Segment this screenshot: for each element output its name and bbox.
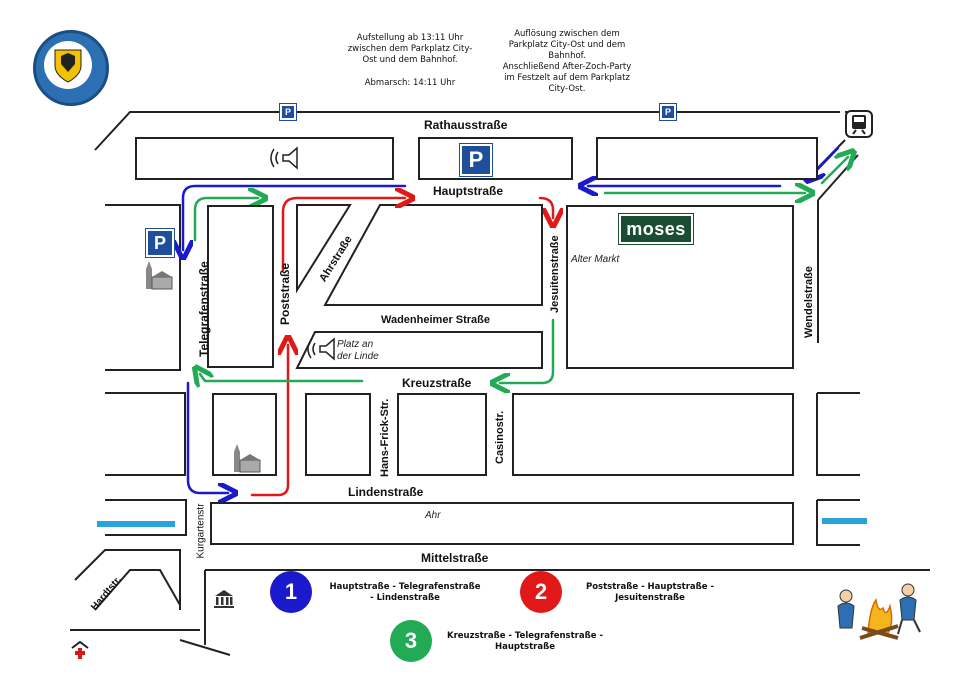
label-jesuitenstrasse: Jesuitenstraße [549, 235, 561, 313]
label-ahr-river: Ahr [425, 510, 441, 521]
label-kurgartenstr: Kurgartenstr [195, 503, 207, 559]
campfire-icon [828, 578, 928, 649]
loudspeaker-icon-linde [304, 336, 338, 367]
label-casinostr: Casinostr. [494, 410, 506, 464]
label-platz-an-der-linde: Platz an der Linde [337, 339, 379, 362]
assembly-note: Aufstellung ab 13:11 Uhr zwischen dem Pa… [347, 33, 473, 65]
route-2-badge: 2 [520, 571, 562, 613]
train-icon [845, 110, 873, 143]
label-wadenheimer-strasse: Wadenheimer Straße [381, 314, 491, 326]
club-logo-icon [33, 30, 109, 106]
block-parking-center [418, 137, 573, 180]
parking-sign-center: P [460, 144, 492, 176]
parking-sign-left: P [146, 229, 174, 257]
label-lindenstrasse: Lindenstraße [348, 485, 424, 499]
block-rathaus-right [596, 137, 818, 180]
parking-sign-top-right: P [660, 104, 676, 120]
label-rathausstrasse: Rathausstraße [424, 118, 508, 132]
block-hans-frick [305, 393, 371, 476]
route-3-description: Kreuzstraße - Telegrafenstraße - Hauptst… [447, 631, 603, 652]
march-note: Abmarsch: 14:11 Uhr [364, 78, 456, 88]
label-telegrafenstrasse: Telegrafenstraße [197, 261, 211, 357]
label-alter-markt: Alter Markt [571, 254, 620, 265]
block-casino [397, 393, 487, 476]
church-icon [142, 259, 174, 296]
church-icon-lower [230, 442, 262, 479]
route-2-description: Poststraße - Hauptstraße - Jesuitenstraß… [585, 582, 715, 603]
label-wendelstrasse: Wendelstraße [803, 266, 815, 338]
block-telegrafen [207, 205, 274, 368]
route-1-badge: 1 [270, 571, 312, 613]
label-mittelstrasse: Mittelstraße [421, 551, 489, 565]
block-right-lower [512, 393, 794, 476]
label-hans-frick-str: Hans-Frick-Str. [379, 398, 391, 477]
dissolution-note: Auflösung zwischen dem Parkplatz City-Os… [502, 29, 632, 94]
parking-sign-top-left: P [280, 104, 296, 120]
museum-icon [213, 589, 235, 614]
block-river [210, 502, 794, 545]
loudspeaker-icon [267, 145, 301, 176]
hospital-icon [70, 640, 90, 665]
route-3-badge: 3 [390, 620, 432, 662]
block-rathaus-left [135, 137, 394, 180]
label-kreuzstrasse: Kreuzstraße [402, 376, 472, 390]
moses-sign: moses [619, 214, 693, 244]
route-1-description: Hauptstraße - Telegrafenstraße - Lindens… [329, 582, 481, 603]
label-poststrasse: Poststraße [278, 262, 292, 325]
label-hauptstrasse: Hauptstraße [433, 184, 504, 198]
